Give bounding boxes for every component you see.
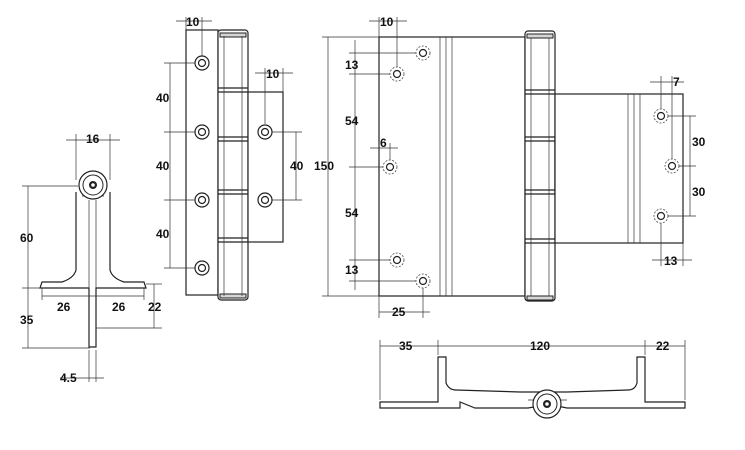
dim-bottom-right: 22 [656, 339, 670, 353]
bottom-view: 35 120 22 [379, 339, 686, 419]
dim-large-right-top: 7 [673, 75, 680, 89]
dim-side-leaf: 35 [20, 313, 34, 327]
dim-large-spacing-b: 54 [345, 206, 359, 220]
dim-large-side-offset: 13 [345, 58, 359, 72]
dim-large-right-bottom: 13 [664, 254, 678, 268]
dim-flange-thickness: 22 [148, 300, 162, 314]
dim-large-spacing-a: 54 [345, 114, 359, 128]
side-view: 16 60 35 26 26 22 4.5 [20, 132, 162, 385]
dim-leaf-thickness: 4.5 [60, 371, 77, 385]
dim-large-right-spacing-1: 30 [692, 135, 706, 149]
dim-large-height: 150 [314, 159, 334, 173]
dim-small-top: 10 [186, 15, 200, 29]
dim-large-top: 10 [380, 15, 394, 29]
dim-large-bottom-offset: 13 [345, 263, 359, 277]
dim-small-right-spacing: 40 [290, 159, 304, 173]
dim-flange-right: 26 [112, 300, 126, 314]
hinge-seal-icon [532, 389, 562, 419]
dim-small-spacing-1: 40 [156, 91, 170, 105]
dim-side-height: 60 [20, 231, 34, 245]
dim-large-middle-offset: 6 [380, 136, 387, 150]
dim-small-spacing-3: 40 [156, 227, 170, 241]
front-view-small: 10 40 40 40 10 40 [156, 15, 304, 301]
dim-large-edge-offset: 25 [392, 305, 406, 319]
hinge-seal-icon [78, 170, 108, 200]
dim-bottom-center: 120 [530, 339, 550, 353]
dim-small-right-offset: 10 [266, 67, 280, 81]
dim-bottom-left: 35 [399, 339, 413, 353]
dim-large-right-spacing-2: 30 [692, 185, 706, 199]
dim-side-width: 16 [86, 132, 100, 146]
front-view-large: 150 10 13 54 54 13 6 25 7 [314, 15, 706, 319]
dim-small-spacing-2: 40 [156, 159, 170, 173]
dim-flange-left: 26 [57, 300, 71, 314]
